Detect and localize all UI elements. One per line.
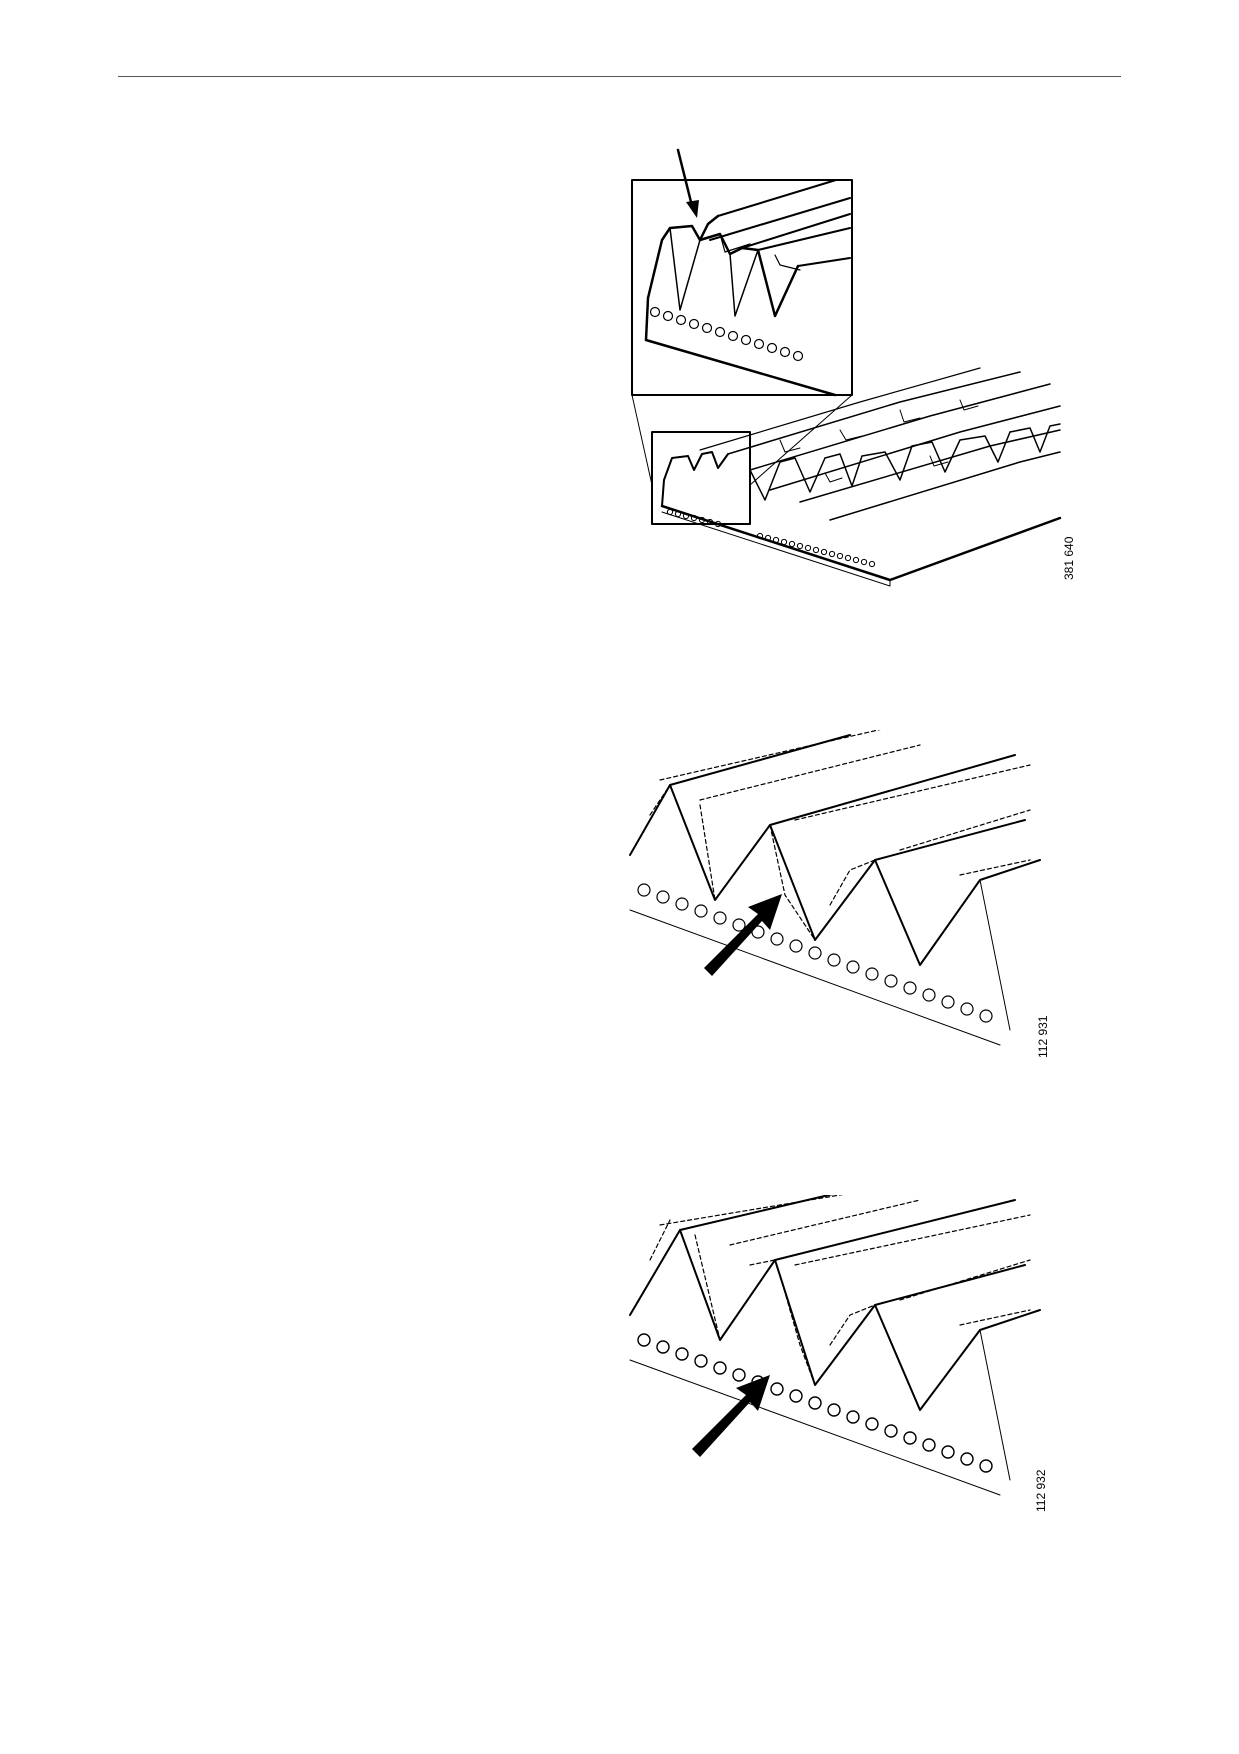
bold-arrow-icon <box>704 894 782 976</box>
rib-wear-illustration-1 <box>620 730 1060 1075</box>
belt-cracks-illustration <box>600 140 1100 600</box>
inset-frame <box>631 179 853 396</box>
bold-arrow-icon <box>692 1375 770 1457</box>
figure-id-112-932: 112 932 <box>1034 1469 1048 1513</box>
header-rule <box>118 76 1121 77</box>
figure-id-381-640: 381 640 <box>1062 536 1076 580</box>
figure-id-112-931: 112 931 <box>1036 1015 1050 1059</box>
arrow-icon <box>676 148 695 212</box>
detail-frame <box>651 431 751 525</box>
rib-wear-illustration-2 <box>620 1195 1060 1530</box>
